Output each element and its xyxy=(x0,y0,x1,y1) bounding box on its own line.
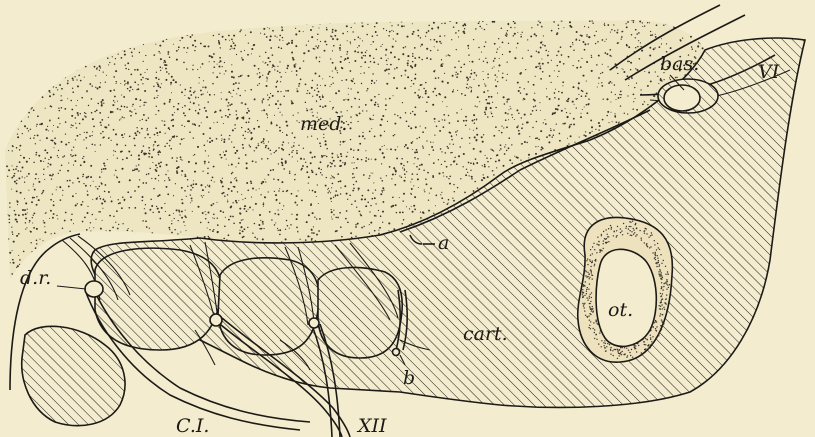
label-ot: ot. xyxy=(608,299,633,321)
label-dr: d.r. xyxy=(20,267,51,289)
label-bas: bas. xyxy=(660,53,699,75)
basilar-artery xyxy=(658,79,718,113)
label-xii: XII xyxy=(356,415,387,437)
label-cart: cart. xyxy=(463,323,508,345)
label-med: med. xyxy=(300,113,347,135)
label-b: b xyxy=(403,367,415,389)
label-vi: VI xyxy=(758,61,780,83)
label-a: a xyxy=(438,232,449,254)
label-ci: C.I. xyxy=(176,415,209,437)
